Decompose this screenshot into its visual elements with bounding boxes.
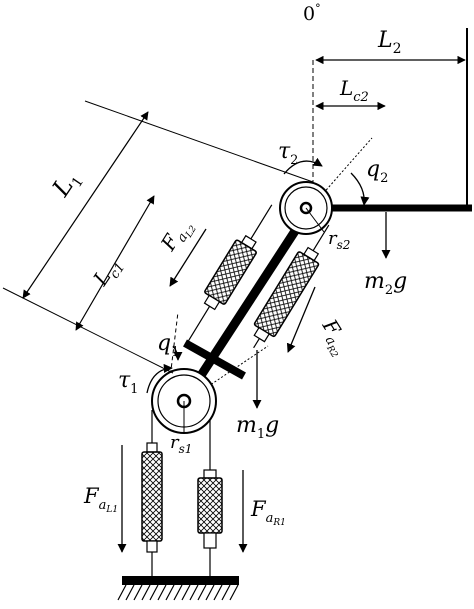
muscle-right-2 (253, 224, 330, 349)
label-m2g: m2g (364, 269, 407, 298)
label-zero-deg: 0° (303, 2, 321, 25)
muscle-left-1 (141, 410, 163, 576)
label-rs1: rs1 (170, 432, 192, 456)
muscle-right-1 (197, 402, 223, 576)
label-L2: L2 (377, 28, 402, 57)
label-q1: q1 (157, 331, 179, 360)
link-1 (181, 205, 314, 403)
ground (117, 576, 239, 601)
label-FaL1: FaL1 (83, 484, 118, 515)
dimension-arrows (2, 55, 466, 374)
label-q2: q2 (366, 157, 388, 186)
label-Lc2: Lc2 (339, 76, 369, 105)
force-arrows (117, 212, 391, 553)
muscle-left-2 (186, 204, 273, 344)
label-tau2: τ2 (278, 139, 298, 168)
label-tau1: τ1 (118, 368, 138, 397)
radius-lines (183, 207, 325, 434)
label-FaR2: FaR2 (312, 314, 356, 360)
link-2 (313, 28, 472, 212)
label-m1g: m1g (236, 413, 279, 442)
rotation-arrows (146, 157, 370, 394)
label-Lc1: Lc1 (88, 252, 129, 293)
label-FaL2: FaL2 (155, 213, 199, 258)
label-FaR1: FaR1 (250, 497, 286, 528)
label-rs2: rs2 (328, 228, 350, 252)
label-L1: L1 (46, 165, 87, 204)
labels: 0° L2 Lc2 L1 Lc1 τ2 τ1 q2 q1 rs2 rs1 m2g… (46, 2, 407, 528)
